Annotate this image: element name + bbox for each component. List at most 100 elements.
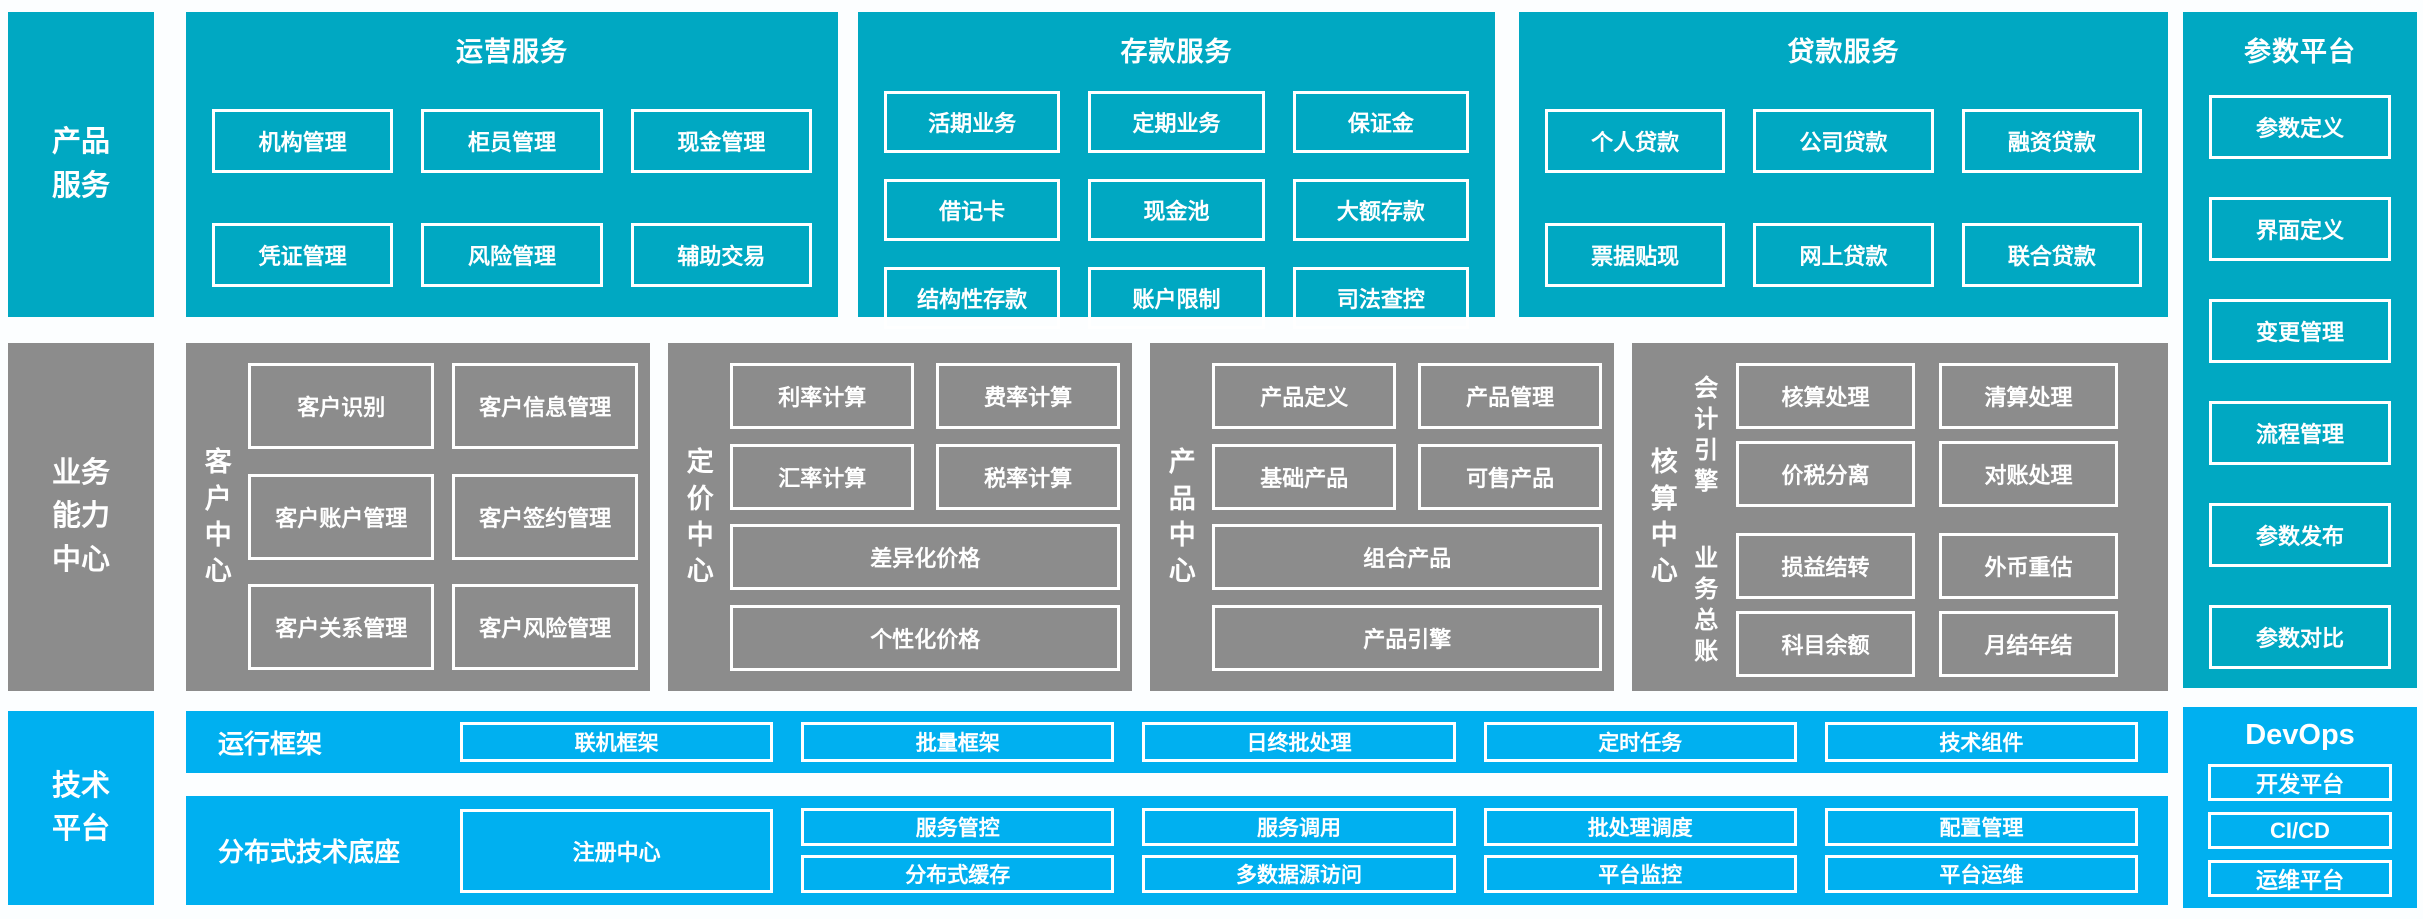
deposit-box: 定期业务 — [1088, 91, 1265, 153]
pricing-box: 费率计算 — [936, 363, 1120, 429]
accounting-box: 外币重估 — [1938, 533, 2118, 599]
deposit-box: 司法查控 — [1292, 267, 1469, 329]
operations-box: 凭证管理 — [212, 223, 394, 287]
product-box: 基础产品 — [1212, 443, 1397, 510]
distributed-base-grid: 注册中心 服务管控 分布式缓存 服务调用 多数据源访问 批处理调度 平台监控 配… — [460, 808, 2138, 893]
parameter-box: 参数发布 — [2209, 503, 2391, 567]
accounting-center-label: 核算中心 — [1650, 447, 1678, 587]
devops-box: 运维平台 — [2208, 860, 2392, 897]
deposit-title: 存款服务 — [1120, 37, 1233, 67]
distributed-base-label: 分布式技术底座 — [218, 837, 401, 867]
product-wide-box: 产品引擎 — [1212, 604, 1602, 671]
runtime-framework-grid: 联机框架 批量框架 日终批处理 定时任务 技术组件 — [460, 722, 2138, 762]
loan-box: 公司贷款 — [1753, 109, 1934, 173]
distributed-base-column: 配置管理 平台运维 — [1824, 808, 2138, 893]
accounting-box: 月结年结 — [1938, 611, 2118, 677]
distributed-box: 服务管控 — [801, 808, 1115, 846]
deposit-box: 保证金 — [1292, 91, 1469, 153]
accounting-engine-label: 会计引擎 — [1694, 374, 1719, 496]
product-center-grid: 产品定义 产品管理 基础产品 可售产品 组合产品 产品引擎 — [1212, 363, 1602, 671]
accounting-box: 核算处理 — [1735, 363, 1915, 429]
loan-box: 联合贷款 — [1961, 223, 2142, 287]
distributed-box: 批处理调度 — [1483, 808, 1797, 846]
devops-title: DevOps — [2245, 719, 2355, 751]
pricing-wide-box: 差异化价格 — [730, 524, 1120, 590]
pricing-wide-box: 个性化价格 — [730, 604, 1120, 671]
row-label-business-capability: 业务 能力 中心 — [8, 343, 154, 691]
loan-box: 融资贷款 — [1961, 109, 2142, 173]
deposit-section: 存款服务 活期业务 定期业务 保证金 借记卡 现金池 大额存款 结构性存款 账户… — [858, 12, 1495, 329]
distributed-base-column: 服务调用 多数据源访问 — [1142, 808, 1456, 893]
distributed-box: 平台监控 — [1483, 855, 1797, 893]
accounting-box: 科目余额 — [1735, 611, 1915, 677]
distributed-base-column: 批处理调度 平台监控 — [1483, 808, 1797, 893]
devops-box: CI/CD — [2208, 812, 2392, 849]
pricing-center-grid: 利率计算 费率计算 汇率计算 税率计算 差异化价格 个性化价格 — [730, 363, 1120, 671]
customer-box: 客户信息管理 — [452, 363, 638, 449]
customer-center-label: 客户中心 — [204, 447, 232, 587]
distributed-box: 多数据源访问 — [1142, 855, 1456, 893]
runtime-box: 联机框架 — [460, 722, 774, 762]
deposit-box: 现金池 — [1088, 179, 1265, 241]
parameter-box: 流程管理 — [2209, 401, 2391, 465]
product-center-label: 产品中心 — [1168, 447, 1196, 587]
pricing-center-label: 定价中心 — [686, 447, 714, 587]
distributed-base-column: 服务管控 分布式缓存 — [801, 808, 1115, 893]
accounting-box: 价税分离 — [1735, 441, 1915, 507]
parameter-platform-title: 参数平台 — [2244, 37, 2356, 67]
distributed-box: 配置管理 — [1824, 808, 2138, 846]
row-label-product-services: 产品 服务 — [8, 12, 154, 317]
pricing-center-section: 定价中心 利率计算 费率计算 汇率计算 税率计算 差异化价格 个性化价格 — [668, 343, 1132, 691]
product-box: 可售产品 — [1418, 443, 1602, 510]
runtime-box: 批量框架 — [801, 722, 1115, 762]
parameter-box: 界面定义 — [2209, 197, 2391, 261]
accounting-engine-group: 会计引擎 核算处理 清算处理 价税分离 对账处理 — [1686, 363, 2118, 507]
distributed-base-section: 分布式技术底座 注册中心 服务管控 分布式缓存 服务调用 多数据源访问 批处理调… — [186, 796, 2168, 905]
accounting-box: 损益结转 — [1735, 533, 1915, 599]
deposit-box: 借记卡 — [884, 179, 1061, 241]
loan-box: 网上贷款 — [1753, 223, 1934, 287]
product-center-section: 产品中心 产品定义 产品管理 基础产品 可售产品 组合产品 产品引擎 — [1150, 343, 1614, 691]
runtime-box: 定时任务 — [1483, 722, 1797, 762]
parameter-platform-stack: 参数定义 界面定义 变更管理 流程管理 参数发布 参数对比 — [2183, 69, 2417, 669]
loan-box: 个人贷款 — [1545, 109, 1726, 173]
customer-box: 客户识别 — [248, 363, 435, 449]
customer-center-section: 客户中心 客户识别 客户信息管理 客户账户管理 客户签约管理 客户关系管理 客户… — [186, 343, 650, 691]
distributed-box: 分布式缓存 — [801, 855, 1115, 893]
operations-box: 风险管理 — [421, 223, 603, 287]
product-box: 产品定义 — [1212, 363, 1397, 429]
deposit-grid: 活期业务 定期业务 保证金 借记卡 现金池 大额存款 结构性存款 账户限制 司法… — [858, 69, 1495, 329]
runtime-framework-section: 运行框架 联机框架 批量框架 日终批处理 定时任务 技术组件 — [186, 711, 2168, 773]
customer-box: 客户关系管理 — [248, 584, 435, 671]
parameter-platform-section: 参数平台 参数定义 界面定义 变更管理 流程管理 参数发布 参数对比 — [2183, 12, 2417, 688]
distributed-box: 服务调用 — [1142, 808, 1456, 846]
operations-box: 柜员管理 — [421, 109, 603, 173]
general-ledger-group: 业务总账 损益结转 外币重估 科目余额 月结年结 — [1686, 533, 2118, 677]
pricing-box: 利率计算 — [730, 363, 915, 429]
parameter-box: 参数对比 — [2209, 605, 2391, 669]
customer-box: 客户风险管理 — [452, 584, 638, 671]
accounting-box: 清算处理 — [1938, 363, 2118, 429]
accounting-center-section: 核算中心 会计引擎 核算处理 清算处理 价税分离 对账处理 业务总账 损益结转 … — [1632, 343, 2168, 691]
deposit-box: 账户限制 — [1088, 267, 1265, 329]
customer-center-grid: 客户识别 客户信息管理 客户账户管理 客户签约管理 客户关系管理 客户风险管理 — [248, 363, 638, 671]
accounting-engine-grid: 核算处理 清算处理 价税分离 对账处理 — [1735, 363, 2118, 507]
product-box: 产品管理 — [1418, 363, 1602, 429]
operations-title: 运营服务 — [456, 37, 568, 67]
general-ledger-grid: 损益结转 外币重估 科目余额 月结年结 — [1735, 533, 2118, 677]
devops-box: 开发平台 — [2208, 764, 2392, 801]
customer-box: 客户签约管理 — [452, 473, 638, 560]
accounting-groups: 会计引擎 核算处理 清算处理 价税分离 对账处理 业务总账 损益结转 外币重估 … — [1686, 363, 2156, 677]
deposit-box: 结构性存款 — [884, 267, 1061, 329]
distributed-box: 平台运维 — [1824, 855, 2138, 893]
deposit-box: 活期业务 — [884, 91, 1061, 153]
operations-box: 现金管理 — [630, 109, 812, 173]
pricing-box: 税率计算 — [936, 443, 1120, 510]
parameter-box: 变更管理 — [2209, 299, 2391, 363]
operations-box: 机构管理 — [212, 109, 394, 173]
row-label-tech-platform: 技术 平台 — [8, 711, 154, 905]
pricing-box: 汇率计算 — [730, 443, 915, 510]
accounting-box: 对账处理 — [1938, 441, 2118, 507]
registry-center-box: 注册中心 — [460, 808, 774, 893]
